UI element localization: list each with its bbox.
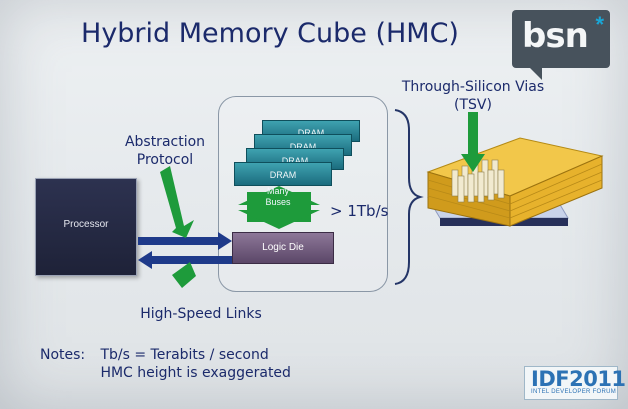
abstraction-label-line2: Protocol	[136, 152, 194, 168]
idf-logo-title: IDF2011	[531, 367, 626, 391]
high-speed-arrow	[172, 262, 196, 288]
idf-2011-logo: IDF2011 INTEL DEVELOPER FORUM	[524, 366, 626, 400]
idf-logo-subtitle: INTEL DEVELOPER FORUM	[531, 389, 617, 395]
bsn-logo-text: bsn	[522, 16, 589, 56]
cube-substrate-side	[440, 218, 568, 226]
tsv-arrow-shaft	[468, 112, 478, 156]
cube-top	[426, 137, 604, 197]
processor-block: Processor	[35, 178, 137, 276]
many-buses-line1: Many	[266, 186, 289, 196]
link-arrow-to-processor-head	[138, 251, 152, 269]
abstraction-protocol-label: Abstraction Protocol	[110, 133, 220, 169]
dram-layer-1: DRAM	[234, 162, 332, 186]
cube-left-face	[427, 171, 511, 227]
notes-line-2: HMC height is exaggerated	[100, 365, 291, 381]
many-buses-line2: Buses	[265, 197, 291, 207]
many-buses-label: Many Buses	[248, 186, 308, 208]
tsv-pillars	[451, 159, 505, 203]
abstraction-label-line1: Abstraction	[124, 134, 206, 150]
notes-line-1: Tb/s = Terabits / second	[100, 347, 269, 363]
bsn-logo-star: *	[595, 12, 604, 37]
high-speed-links-label: High-Speed Links	[140, 306, 262, 322]
notes-lines: Tb/s = Terabits / second HMC height is e…	[100, 346, 290, 382]
stack-brace	[394, 109, 424, 285]
abstraction-arrow	[160, 166, 194, 238]
cube-substrate-top	[427, 197, 569, 219]
cube-right-face	[509, 155, 603, 227]
tsv-arrow-head	[461, 154, 485, 172]
bsn-watermark-logo: bsn *	[512, 10, 610, 80]
logic-die: Logic Die	[232, 232, 334, 264]
speech-bubble-tail	[530, 68, 542, 80]
bandwidth-label: > 1Tb/s	[330, 202, 389, 220]
notes-heading: Notes:	[40, 347, 86, 363]
tsv-label-line2: (TSV)	[454, 97, 492, 113]
tsv-label: Through-Silicon Vias (TSV)	[398, 78, 548, 114]
notes-block: Notes: Tb/s = Terabits / second HMC heig…	[40, 346, 291, 382]
tsv-label-line1: Through-Silicon Vias	[401, 79, 545, 95]
cube-layer-lines	[427, 163, 603, 219]
slide-title: Hybrid Memory Cube (HMC)	[81, 18, 459, 49]
processor-label: Processor	[63, 219, 109, 230]
